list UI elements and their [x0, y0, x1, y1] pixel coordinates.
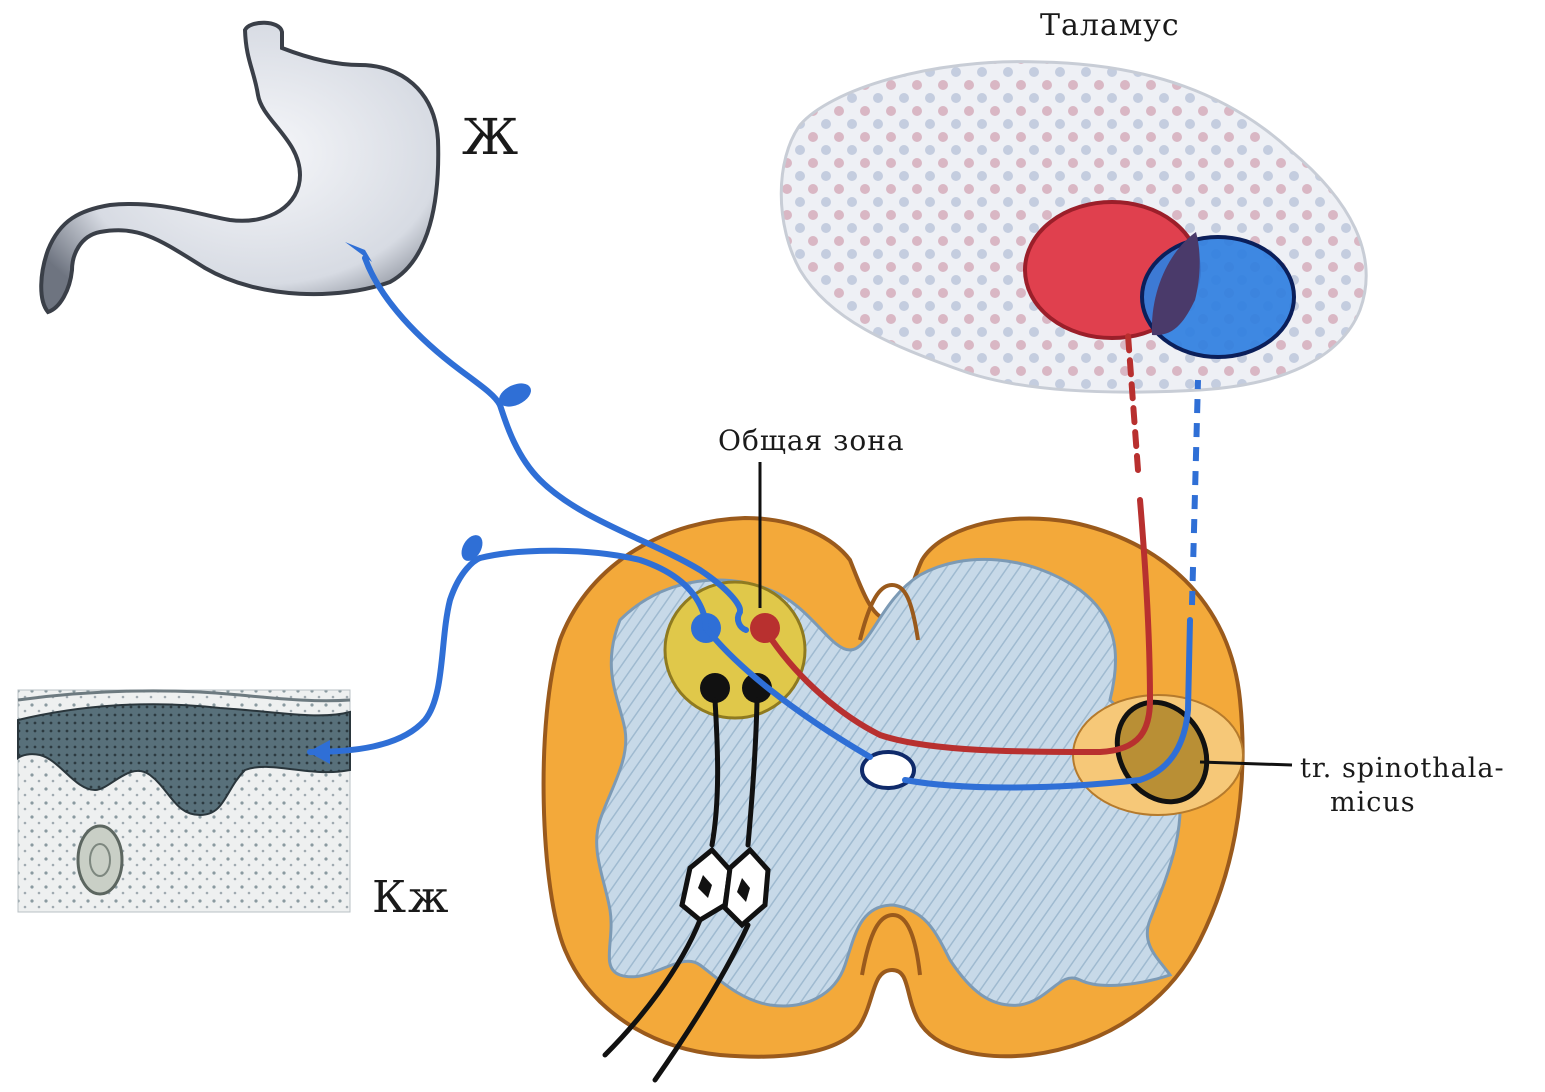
spinothalamic-tract-label: tr. spinothala- micus	[1300, 752, 1505, 820]
thalamus	[781, 62, 1366, 392]
stomach-illustration	[41, 23, 438, 312]
skin-label: Кж	[372, 872, 451, 923]
red-neuron-body	[750, 613, 780, 643]
thalamus-label: Таламус	[1040, 8, 1180, 43]
common-zone-label: Общая зона	[718, 424, 905, 457]
skin-section-illustration	[18, 690, 350, 912]
tract-label-line1: tr. spinothala-	[1300, 752, 1505, 786]
stomach-label: Ж	[462, 108, 518, 166]
blue-projection-dashed	[1192, 380, 1198, 605]
tract-label-line2: micus	[1300, 786, 1505, 820]
